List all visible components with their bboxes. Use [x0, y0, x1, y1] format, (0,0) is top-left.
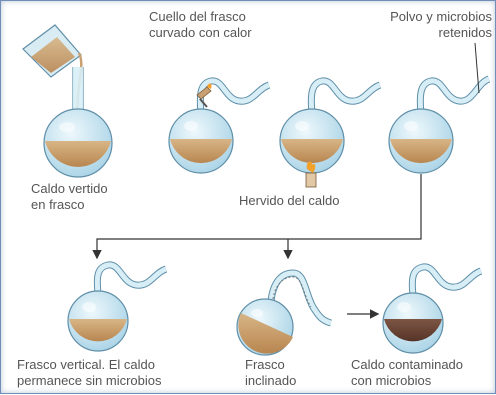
label-line: Cuello del frasco: [149, 9, 246, 24]
label-line: inclinado: [245, 373, 297, 388]
label-broth-boiled: Hervido del caldo: [239, 193, 339, 209]
label-broth-poured: Caldo vertido en frasco: [31, 181, 108, 213]
flask-boiling: [279, 77, 382, 188]
flame-icon: [305, 161, 317, 188]
burner-icon: [196, 83, 212, 108]
flask-neck-heated: [168, 77, 271, 174]
label-line: permanece sin microbios: [17, 373, 162, 388]
label-line: en frasco: [31, 197, 85, 212]
flask-tilted: [236, 269, 332, 356]
label-line: Frasco vertical. El caldo: [17, 357, 155, 372]
flask-contaminated: [382, 263, 483, 354]
label-line: Polvo y microbios: [390, 9, 492, 24]
label-line: con microbios: [351, 373, 432, 388]
label-line: Caldo contaminado: [351, 357, 464, 372]
label-tilted-flask: Frasco inclinado: [245, 357, 296, 389]
flask-poured: [22, 24, 113, 178]
label-line: Caldo vertido: [31, 181, 108, 196]
flask-dust-retained: [388, 42, 491, 174]
label-line: curvado con calor: [149, 25, 252, 40]
label-line: retenidos: [438, 25, 492, 40]
label-vertical-flask: Frasco vertical. El caldo permanece sin …: [17, 357, 162, 389]
flask-vertical: [67, 261, 168, 352]
label-line: Hervido del caldo: [239, 193, 340, 208]
flow-arrows: [92, 174, 422, 319]
label-neck-curved: Cuello del frasco curvado con calor: [149, 9, 252, 41]
label-dust-retained: Polvo y microbios retenidos: [380, 9, 492, 41]
label-line: Frasco: [245, 357, 285, 372]
label-contaminated: Caldo contaminado con microbios: [351, 357, 463, 389]
